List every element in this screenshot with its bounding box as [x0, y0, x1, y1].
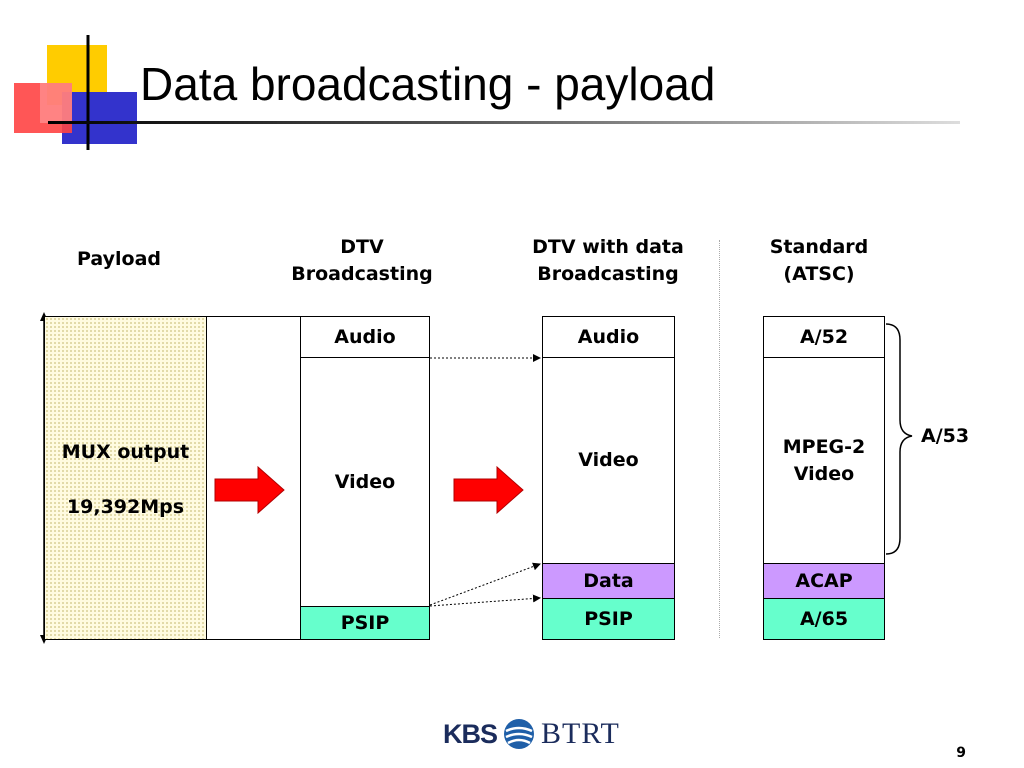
kbs-globe-icon: [504, 719, 535, 749]
page-title: Data broadcasting - payload: [140, 58, 716, 110]
header-dtv-data: DTV with data Broadcasting: [532, 236, 684, 285]
header-dtv: DTV Broadcasting: [291, 236, 433, 285]
column-separator: [719, 240, 720, 638]
mux-rate: 19,392Mps: [66, 496, 185, 518]
mux-output-block: MUX output 19,392Mps: [44, 316, 207, 640]
dtv-psip-cell: PSIP: [300, 606, 430, 640]
psip-connector: [429, 594, 541, 607]
standard-data-cell: ACAP: [763, 563, 885, 599]
header-standard: Standard (ATSC): [769, 236, 869, 285]
dtv-audio-cell: Audio: [300, 316, 430, 358]
red-arrow-1: [214, 466, 285, 514]
mux-label: MUX output: [61, 441, 190, 463]
dtv-video-cell: Video: [300, 357, 430, 607]
pink-square: [40, 83, 72, 123]
logo-kbs-text: KBS: [443, 718, 498, 749]
page-number: 9: [956, 745, 966, 761]
curly-brace: [885, 323, 913, 555]
dtv-data-psip-cell: PSIP: [542, 598, 675, 640]
header-payload: Payload: [76, 248, 162, 270]
dtv-data-data-cell: Data: [542, 563, 675, 599]
red-arrow-2: [453, 466, 524, 514]
standard-audio-cell: A/52: [763, 316, 885, 358]
standard-psip-cell: A/65: [763, 598, 885, 640]
blue-square: [62, 92, 137, 144]
logo-btrt-text: BTRT: [541, 717, 620, 750]
dtv-data-audio-cell: Audio: [542, 316, 675, 358]
dtv-data-video-cell: Video: [542, 357, 675, 564]
data-connector: [429, 562, 541, 606]
brace-label: A/53: [921, 425, 970, 447]
standard-video-cell: MPEG-2 Video: [763, 357, 885, 564]
kbs-btrt-logo: KBS BTRT: [443, 717, 620, 751]
corner-decoration: [14, 35, 137, 150]
title-underline: [48, 121, 960, 124]
